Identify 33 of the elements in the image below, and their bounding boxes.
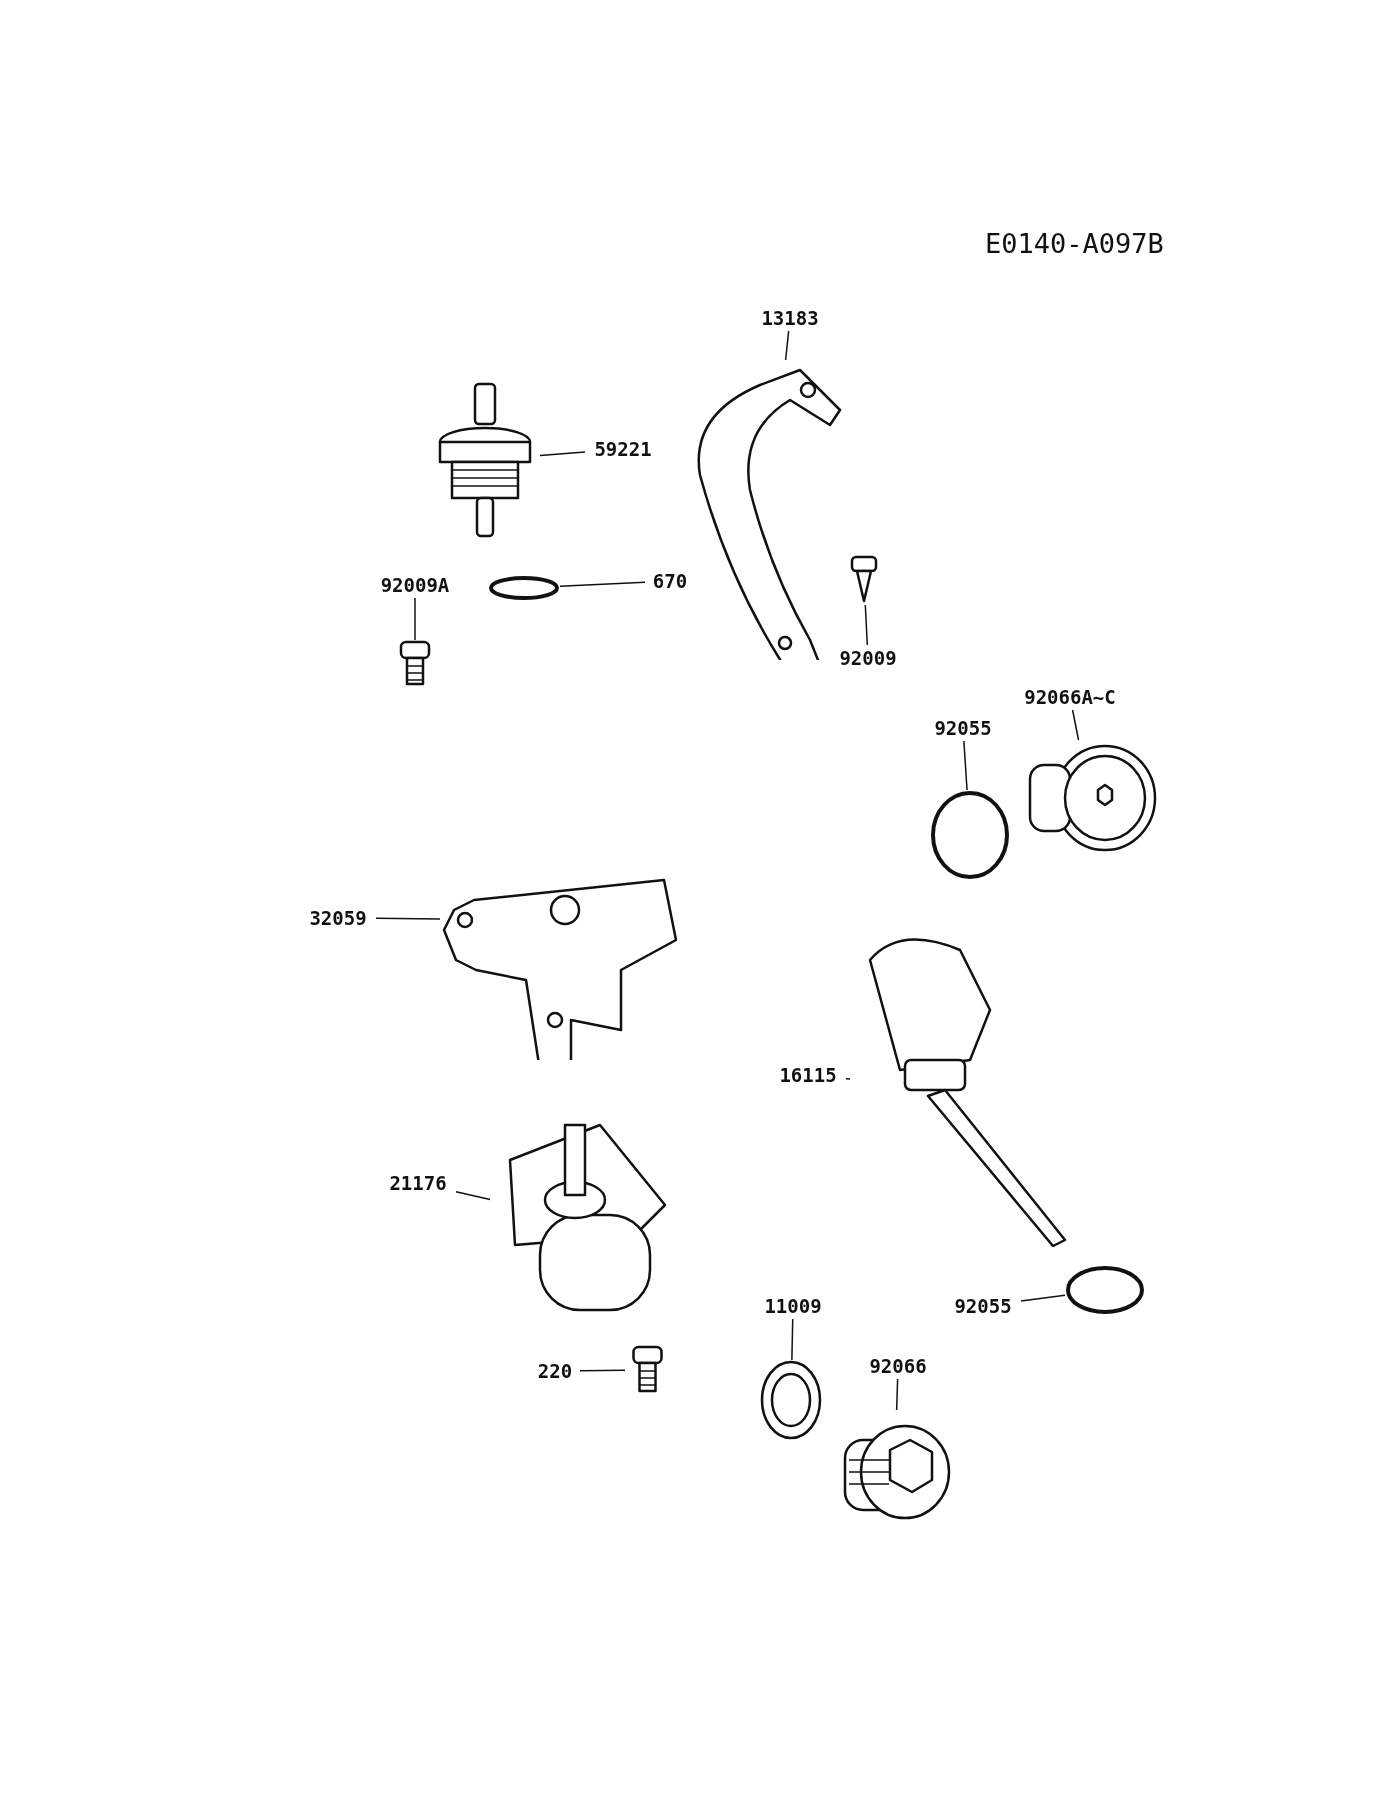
leader-line	[845, 1077, 851, 1080]
leader-line	[375, 917, 441, 920]
callout-number: 13183	[752, 305, 828, 331]
leader-line	[579, 1369, 626, 1372]
leader-line	[455, 1190, 491, 1201]
callout-number: 92009	[830, 645, 906, 671]
callout-number: 92066	[860, 1353, 936, 1379]
callout-number: 11009	[755, 1293, 831, 1319]
leader-line	[414, 597, 416, 641]
callout-number: 16115	[770, 1062, 846, 1088]
callout-number: 92009A	[373, 572, 457, 598]
leader-line	[963, 740, 968, 791]
o-ring-drawing	[930, 790, 1010, 880]
leader-line	[1020, 1294, 1066, 1302]
callout-number: 220	[530, 1358, 580, 1384]
leader-line	[864, 604, 869, 646]
leader-line	[784, 330, 790, 361]
leader-line	[791, 1318, 794, 1361]
o-ring-drawing	[1065, 1265, 1145, 1315]
callout-number: 21176	[380, 1170, 456, 1196]
leader-line	[539, 451, 586, 457]
callout-number: 670	[645, 568, 695, 594]
callout-number: 32059	[300, 905, 376, 931]
callout-number: 92055	[945, 1293, 1021, 1319]
leader-line	[895, 1378, 899, 1411]
leader-line	[1071, 709, 1080, 741]
callout-number: 92066A~C	[1015, 684, 1125, 710]
leader-line	[559, 581, 646, 587]
drawing-code: E0140-A097B	[985, 228, 1164, 259]
washer-drawing	[760, 1360, 822, 1440]
callout-number: 59221	[585, 436, 661, 462]
o-ring-drawing	[488, 575, 560, 601]
callout-number: 92055	[925, 715, 1001, 741]
